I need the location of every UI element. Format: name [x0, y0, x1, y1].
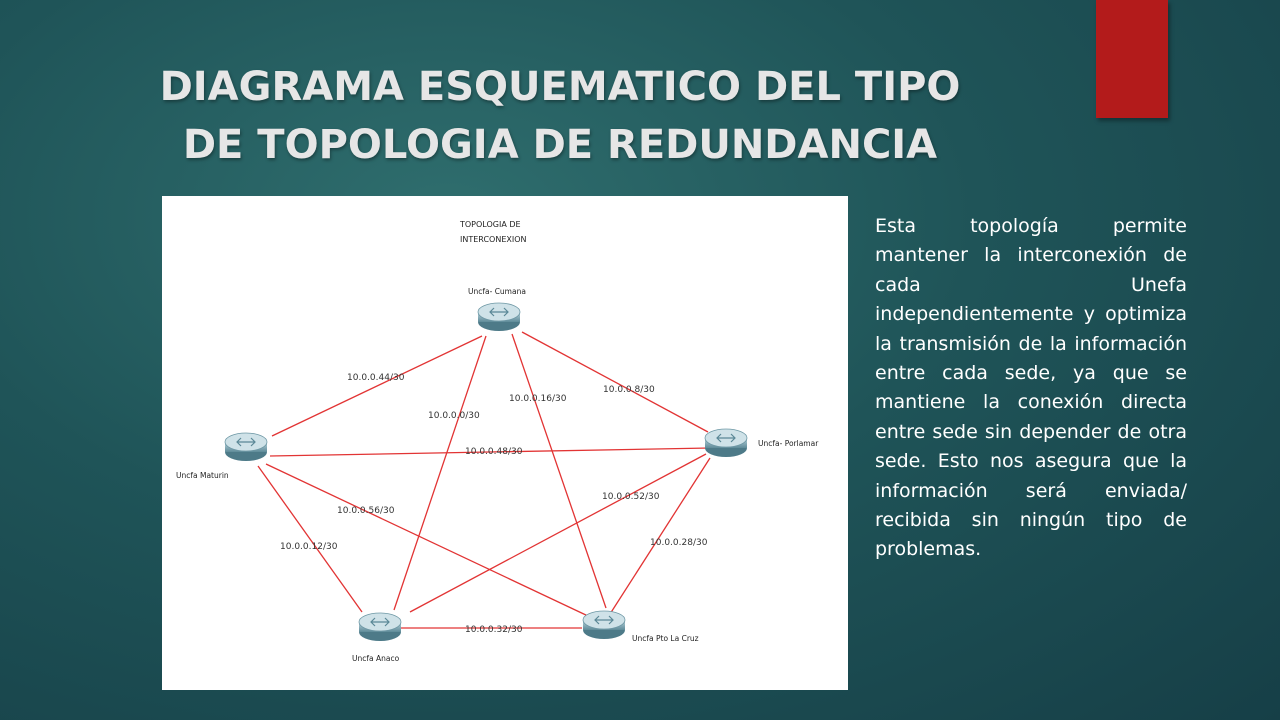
link-cumana-anaco: [393, 335, 487, 611]
node-label-ptolacruz: Uncfa Pto La Cruz: [632, 634, 699, 643]
link-maturin-ptolacruz: [265, 463, 589, 617]
link-label: 10.0.0.12/30: [280, 542, 338, 552]
title-line-1: DIAGRAMA ESQUEMATICO DEL TIPO: [159, 64, 961, 110]
slide-title: DIAGRAMA ESQUEMATICO DEL TIPO DE TOPOLOG…: [60, 58, 1060, 174]
link-label: 10.0.0.0/30: [428, 411, 480, 421]
link-label: 10.0.0.32/30: [465, 625, 523, 635]
link-label: 10.0.0.8/30: [603, 385, 655, 395]
link-label: 10.0.0.28/30: [650, 538, 708, 548]
link-label: 10.0.0.44/30: [347, 373, 405, 383]
link-label: 10.0.0.52/30: [602, 492, 660, 502]
link-maturin-porlamar: [269, 447, 711, 457]
diagram-title-line-2: INTERCONEXION: [460, 235, 527, 244]
link-cumana-porlamar: [521, 331, 709, 433]
diagram-title-line-1: TOPOLOGIA DE: [459, 220, 521, 229]
link-cumana-maturin: [271, 335, 483, 437]
title-line-2: DE TOPOLOGIA DE REDUNDANCIA: [182, 122, 938, 168]
link-label: 10.0.0.56/30: [337, 506, 395, 516]
node-label-cumana: Uncfa- Cumana: [468, 287, 526, 296]
router-icon: [704, 428, 748, 457]
link-maturin-anaco: [257, 465, 363, 613]
router-icon: [477, 302, 521, 331]
link-porlamar-ptolacruz: [609, 457, 711, 615]
topology-diagram: TOPOLOGIA DE INTERCONEXION 10.0.0.44/30 …: [162, 196, 848, 690]
router-icon: [224, 432, 268, 461]
link-label: 10.0.0.48/30: [465, 447, 523, 457]
topology-svg: TOPOLOGIA DE INTERCONEXION 10.0.0.44/30 …: [176, 220, 819, 663]
description-text: Esta topología permite mantener la inter…: [875, 215, 1187, 561]
node-label-anaco: Uncfa Anaco: [352, 654, 400, 663]
link-label: 10.0.0.16/30: [509, 394, 567, 404]
accent-bar: [1096, 0, 1168, 118]
router-icon: [582, 610, 626, 639]
link-porlamar-anaco: [409, 453, 707, 613]
router-icon: [358, 612, 402, 641]
link-cumana-ptolacruz: [511, 333, 607, 609]
node-label-maturin: Uncfa Maturin: [176, 471, 229, 480]
node-label-porlamar: Uncfa- Porlamar: [758, 439, 819, 448]
